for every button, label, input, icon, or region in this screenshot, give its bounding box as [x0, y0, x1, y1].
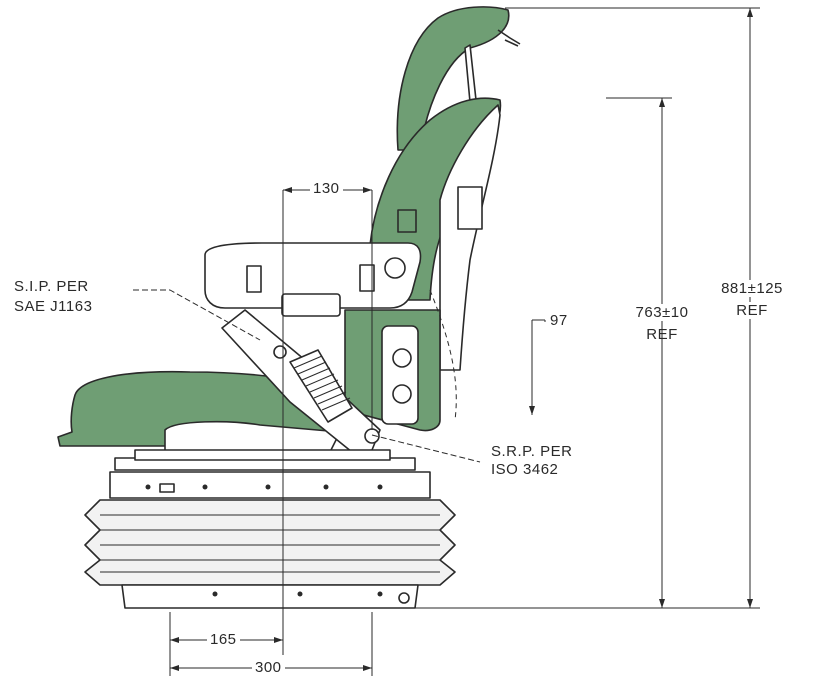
armrest-switch-1 — [246, 265, 262, 293]
dim-300-label: 300 — [252, 659, 285, 676]
backrest-badge — [397, 209, 417, 233]
headrest-post — [464, 44, 477, 103]
dim-165-label: 165 — [207, 631, 240, 648]
backrest-lever — [457, 186, 483, 230]
iso-label-line1: S.R.P. PER — [491, 443, 573, 460]
sae-label-line1: S.I.P. PER — [14, 278, 89, 295]
dim-763-label-line1: 763±10 — [622, 304, 702, 321]
dim-763-label-line2: REF — [646, 326, 678, 343]
iso-leader — [371, 434, 481, 463]
suspension-top-plate — [109, 471, 431, 499]
suspension-bellows — [84, 499, 456, 586]
sae-leader — [133, 289, 261, 341]
sae-label-line2: SAE J1163 — [14, 298, 93, 315]
backrest-frame — [439, 104, 501, 371]
headrest-clip — [497, 29, 521, 47]
armrest-grip — [281, 293, 341, 317]
armrest-switch-2 — [359, 264, 375, 292]
dim-130-label: 130 — [310, 180, 343, 197]
back-contour — [429, 289, 457, 421]
adjuster-knob-1 — [392, 348, 412, 368]
dim-881-label-line1: 881±125 — [702, 280, 802, 297]
dim-97-label: 97 — [550, 312, 568, 329]
dim-881-label-line2: REF — [702, 302, 802, 319]
iso-label-line2: ISO 3462 — [491, 461, 559, 478]
adjuster-plate — [381, 325, 419, 425]
suspension-base — [121, 584, 419, 609]
armrest-knob — [384, 257, 406, 279]
headrest — [396, 6, 510, 151]
adjuster-knob-2 — [392, 384, 412, 404]
sip-pivot-1 — [273, 345, 287, 359]
rail-carriage — [134, 449, 391, 461]
